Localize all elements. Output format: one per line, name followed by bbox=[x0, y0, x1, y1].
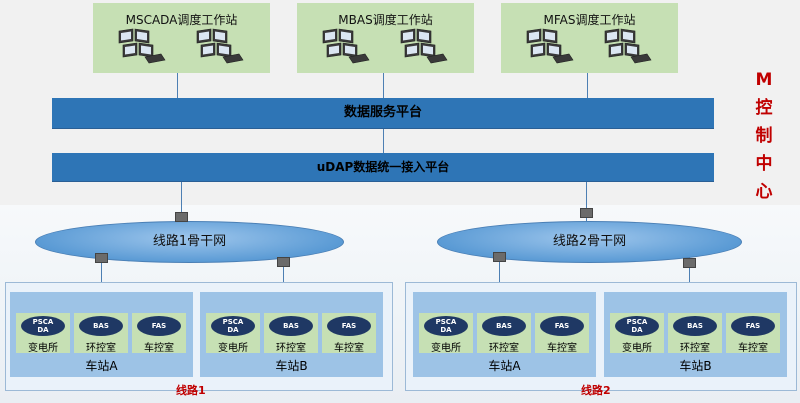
station-box: PSCA DA 变电所 BAS 环控室 FAS 车控室 车站A bbox=[413, 292, 596, 377]
connector-line bbox=[587, 73, 588, 98]
data-service-platform: 数据服务平台 bbox=[52, 98, 714, 128]
computer-icon bbox=[118, 28, 166, 64]
udap-access-platform: uDAP数据统一接入平台 bbox=[52, 153, 714, 181]
connector-line bbox=[101, 255, 102, 292]
bas-badge: BAS bbox=[482, 316, 526, 336]
substation-room: PSCA DA 变电所 bbox=[206, 313, 260, 354]
station-control-room: FAS 车控室 bbox=[535, 313, 589, 354]
workstation-title: MSCADA调度工作站 bbox=[125, 13, 238, 27]
computer-icon bbox=[604, 28, 652, 64]
room-label: 车控室 bbox=[547, 343, 577, 354]
line2-backbone: 线路2骨干网 bbox=[437, 221, 742, 263]
fas-badge: FAS bbox=[731, 316, 775, 336]
substation-room: PSCA DA 变电所 bbox=[419, 313, 473, 354]
control-center-label-char: 中 bbox=[755, 154, 773, 174]
switch-node bbox=[580, 208, 593, 218]
control-center-label-char: M bbox=[755, 70, 773, 90]
environment-control-room: BAS 环控室 bbox=[264, 313, 318, 354]
line1-tag: 线路1 bbox=[176, 384, 206, 397]
station-name: 车站A bbox=[488, 359, 521, 373]
fas-badge: FAS bbox=[327, 316, 371, 336]
workstation-title: MBAS调度工作站 bbox=[338, 13, 433, 27]
environment-control-room: BAS 环控室 bbox=[477, 313, 531, 354]
substation-room: PSCA DA 变电所 bbox=[16, 313, 70, 354]
pscada-badge: PSCA DA bbox=[615, 316, 659, 336]
switch-node bbox=[683, 258, 696, 268]
switch-node bbox=[277, 257, 290, 267]
control-center-label-char: 心 bbox=[755, 182, 773, 202]
room-label: 车控室 bbox=[144, 343, 174, 354]
station-name: 车站A bbox=[85, 359, 118, 373]
connector-line bbox=[689, 255, 690, 292]
station-box: PSCA DA 变电所 BAS 环控室 FAS 车控室 车站A bbox=[10, 292, 193, 377]
station-box: PSCA DA 变电所 BAS 环控室 FAS 车控室 车站B bbox=[200, 292, 383, 377]
computer-icon bbox=[196, 28, 244, 64]
workstation-mscada: MSCADA调度工作站 bbox=[93, 3, 270, 73]
environment-control-room: BAS 环控室 bbox=[668, 313, 722, 354]
control-center-label-char: 制 bbox=[755, 126, 773, 146]
workstation-mfas: MFAS调度工作站 bbox=[501, 3, 678, 73]
station-control-room: FAS 车控室 bbox=[132, 313, 186, 354]
connector-line bbox=[383, 128, 384, 153]
pscada-badge: PSCA DA bbox=[21, 316, 65, 336]
switch-node bbox=[493, 252, 506, 262]
workstation-mbas: MBAS调度工作站 bbox=[297, 3, 474, 73]
bas-badge: BAS bbox=[673, 316, 717, 336]
pscada-badge: PSCA DA bbox=[424, 316, 468, 336]
connector-line bbox=[383, 73, 384, 98]
fas-badge: FAS bbox=[540, 316, 584, 336]
substation-room: PSCA DA 变电所 bbox=[610, 313, 664, 354]
room-label: 环控室 bbox=[276, 343, 306, 354]
room-label: 变电所 bbox=[218, 343, 248, 354]
room-label: 变电所 bbox=[431, 343, 461, 354]
station-control-room: FAS 车控室 bbox=[322, 313, 376, 354]
environment-control-room: BAS 环控室 bbox=[74, 313, 128, 354]
control-center-label: M 控 制 中 心 bbox=[752, 66, 776, 206]
pscada-badge: PSCA DA bbox=[211, 316, 255, 336]
line1-backbone: 线路1骨干网 bbox=[35, 221, 344, 263]
bas-badge: BAS bbox=[269, 316, 313, 336]
station-control-room: FAS 车控室 bbox=[726, 313, 780, 354]
switch-node bbox=[95, 253, 108, 263]
room-label: 变电所 bbox=[28, 343, 58, 354]
control-center-label-char: 控 bbox=[755, 98, 773, 118]
computer-icon bbox=[322, 28, 370, 64]
station-name: 车站B bbox=[275, 359, 308, 373]
room-label: 车控室 bbox=[738, 343, 768, 354]
connector-line bbox=[586, 181, 587, 221]
computer-icon bbox=[400, 28, 448, 64]
fas-badge: FAS bbox=[137, 316, 181, 336]
computer-icon bbox=[526, 28, 574, 64]
room-label: 变电所 bbox=[622, 343, 652, 354]
connector-line bbox=[283, 255, 284, 292]
workstation-title: MFAS调度工作站 bbox=[543, 13, 636, 27]
room-label: 车控室 bbox=[334, 343, 364, 354]
station-name: 车站B bbox=[679, 359, 712, 373]
switch-node bbox=[175, 212, 188, 222]
station-box: PSCA DA 变电所 BAS 环控室 FAS 车控室 车站B bbox=[604, 292, 787, 377]
connector-line bbox=[499, 255, 500, 292]
connector-line bbox=[181, 181, 182, 221]
line2-tag: 线路2 bbox=[581, 384, 611, 397]
bas-badge: BAS bbox=[79, 316, 123, 336]
room-label: 环控室 bbox=[680, 343, 710, 354]
room-label: 环控室 bbox=[489, 343, 519, 354]
connector-line bbox=[177, 73, 178, 98]
room-label: 环控室 bbox=[86, 343, 116, 354]
